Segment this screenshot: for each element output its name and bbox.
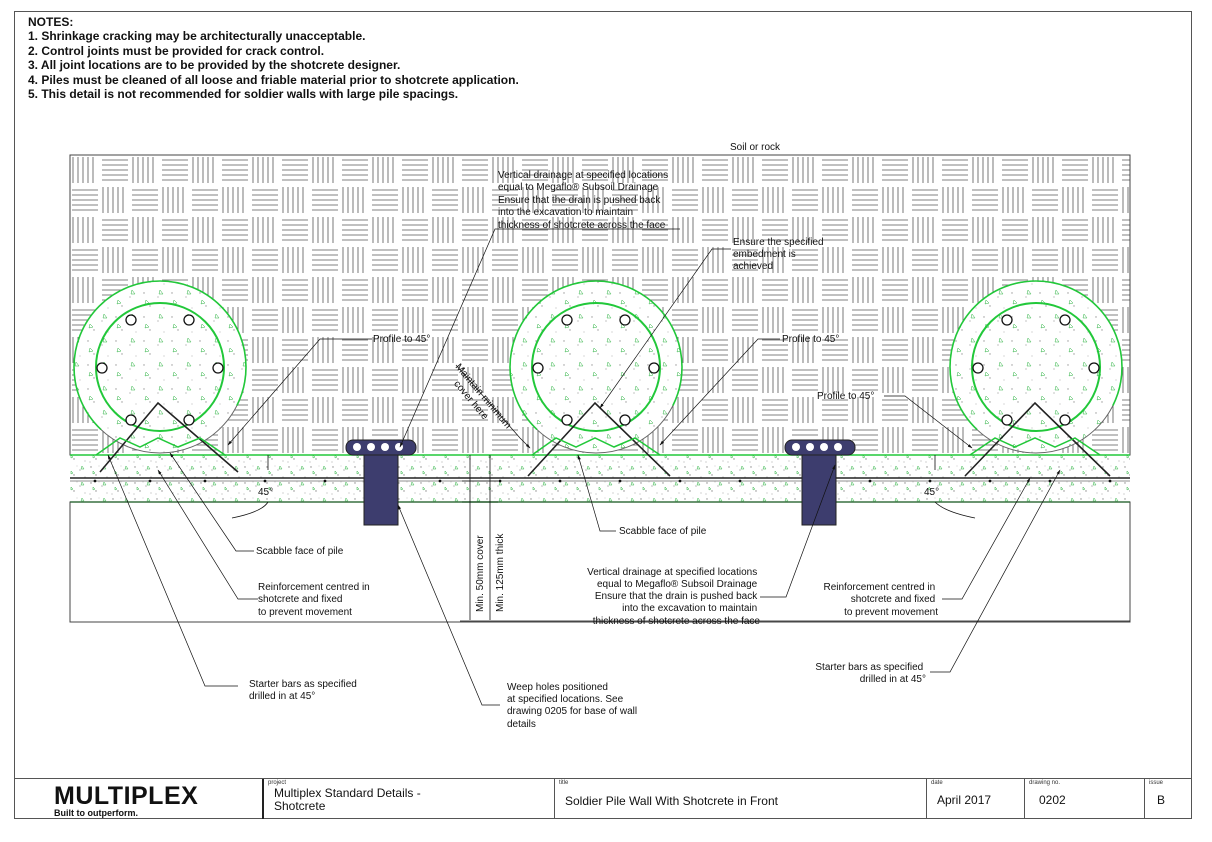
- drain-top-note: Vertical drainage at specified locations…: [498, 170, 671, 231]
- starter-right-note: Starter bars as specified drilled in at …: [815, 662, 926, 685]
- min-cover-label: Min. 50mm cover: [475, 535, 486, 612]
- leader-lines: [107, 228, 1130, 706]
- project-line-1: Multiplex Standard Details -: [274, 786, 421, 800]
- scabble-left-note: Scabble face of pile: [256, 546, 344, 557]
- drain-right: [784, 439, 856, 526]
- drawing-date: April 2017: [937, 793, 992, 807]
- note-2: 2. Control joints must be provided for c…: [28, 43, 325, 58]
- project-caption: project: [268, 780, 287, 786]
- soil-rock-label: Soil or rock: [730, 142, 781, 153]
- pile-right: [949, 280, 1123, 477]
- drawing-title: Soldier Pile Wall With Shotcrete in Fron…: [565, 794, 778, 808]
- note-3: 3. All joint locations are to be provide…: [28, 58, 401, 73]
- pile-middle: [509, 280, 683, 477]
- drawing-no-cell: drawing no. 0202: [1024, 779, 1144, 819]
- logo-tagline: Built to outperform.: [54, 808, 138, 818]
- reinf-left-note: Reinforcement centred in shotcrete and f…: [258, 582, 373, 618]
- notes-heading: NOTES:: [28, 15, 74, 29]
- title-caption: title: [559, 780, 569, 786]
- issue-letter: B: [1157, 793, 1166, 807]
- drawing-no-caption: drawing no.: [1029, 780, 1061, 786]
- profile-mid-note: Profile to 45°: [782, 334, 839, 345]
- drawing-number: 0202: [1039, 793, 1066, 807]
- note-4: 4. Piles must be cleaned of all loose an…: [28, 72, 519, 87]
- reinf-right-note: Reinforcement centred in shotcrete and f…: [823, 582, 938, 618]
- angle-arc-left: [231, 455, 269, 519]
- angle-arc-right: [934, 455, 976, 519]
- drain-bottom-note: Vertical drainage at specified locations…: [587, 567, 760, 627]
- angle-label-left: 45°: [258, 487, 273, 498]
- multiplex-logo: MULTIPLEX: [54, 782, 199, 810]
- issue-caption: issue: [1149, 780, 1164, 786]
- notes-block: NOTES: 1. Shrinkage cracking may be arch…: [28, 15, 519, 101]
- reinforcement-bar-dots: [93, 479, 1112, 483]
- min-thick-label: Min. 125mm thick: [495, 533, 506, 612]
- dimension-lines: [462, 455, 498, 620]
- pile-left: [73, 280, 247, 473]
- embedment-note: Ensure the specified embedment is achiev…: [733, 237, 826, 272]
- angle-label-right: 45°: [924, 487, 939, 498]
- note-1: 1. Shrinkage cracking may be architectur…: [28, 29, 366, 44]
- title-cell: title Soldier Pile Wall With Shotcrete i…: [554, 779, 926, 819]
- project-line-2: Shotcrete: [274, 799, 326, 813]
- wall-outline: [69, 501, 1131, 623]
- profile-left-note: Profile to 45°: [373, 334, 430, 345]
- starter-left-note: Starter bars as specified drilled in at …: [249, 679, 360, 702]
- scabble-mid-note: Scabble face of pile: [619, 526, 707, 537]
- drawing-sheet-border: [14, 11, 1192, 819]
- project-cell: project Multiplex Standard Details - Sho…: [262, 779, 554, 819]
- project-name: Multiplex Standard Details - Shotcrete: [274, 787, 421, 813]
- issue-cell: issue B: [1144, 779, 1191, 819]
- note-5: 5. This detail is not recommended for so…: [28, 87, 459, 102]
- date-cell: date April 2017: [926, 779, 1024, 819]
- logo-cell: MULTIPLEX Built to outperform.: [14, 779, 262, 819]
- date-caption: date: [931, 780, 943, 786]
- profile-right-note: Profile to 45°: [817, 391, 874, 402]
- title-block: MULTIPLEX Built to outperform. project M…: [14, 778, 1192, 819]
- weep-holes-note: Weep holes positioned at specified locat…: [507, 682, 640, 730]
